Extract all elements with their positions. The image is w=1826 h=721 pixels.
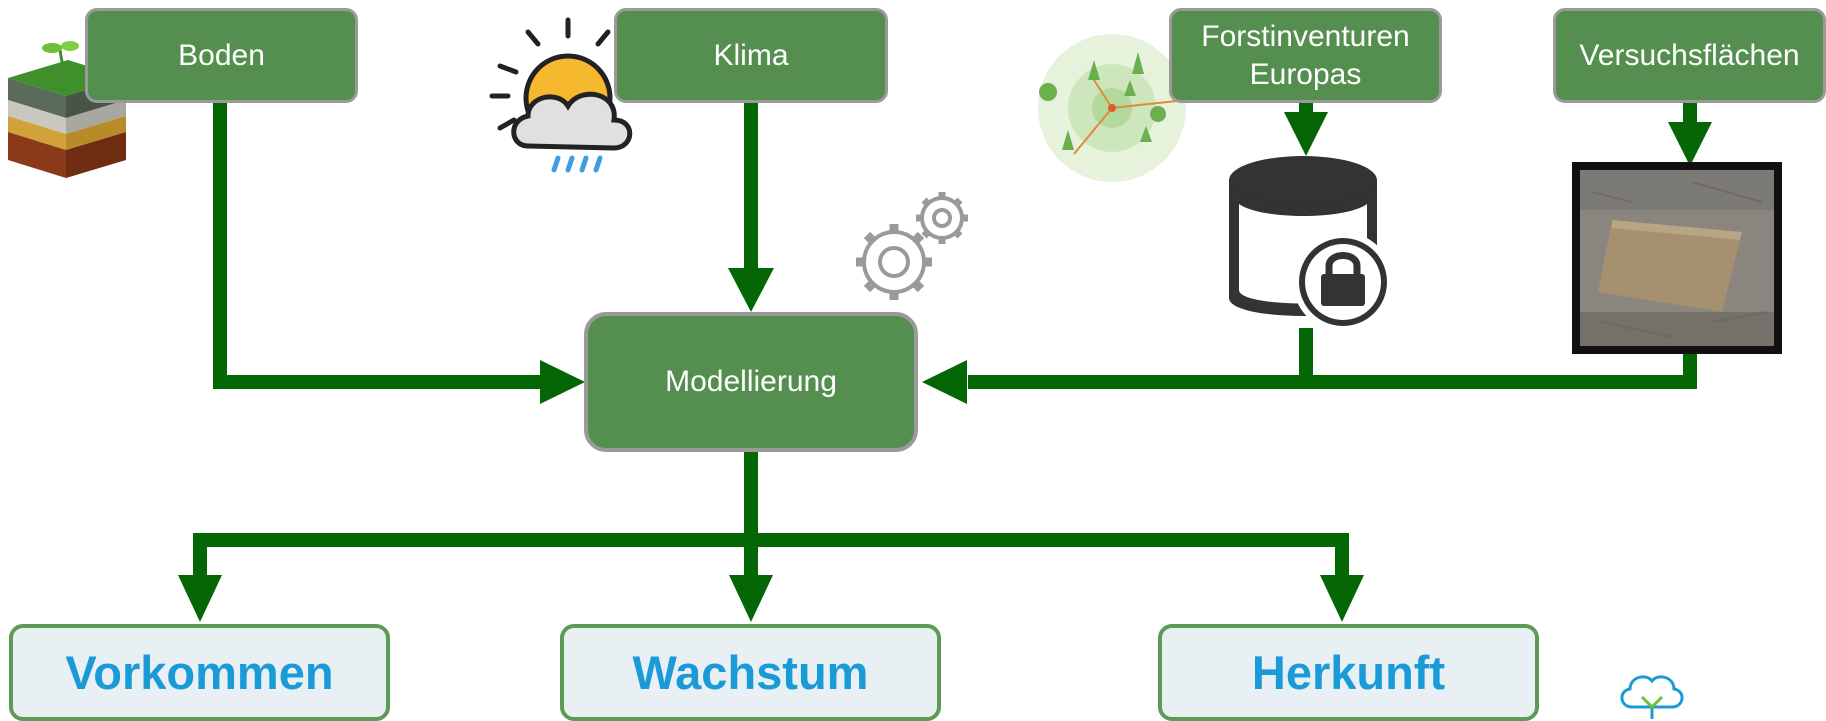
output-box-vorkommen: Vorkommen <box>9 624 390 721</box>
arrowhead-vorkommen <box>178 575 222 622</box>
output-box-wachstum: Wachstum <box>560 624 941 721</box>
source-label-versuchsflaechen: Versuchsflächen <box>1579 38 1800 72</box>
output-label-herkunft: Herkunft <box>1251 646 1446 699</box>
arrowhead-forst <box>1284 112 1328 156</box>
aerial-photo <box>1572 162 1782 354</box>
connector-sources-modellierung <box>968 338 1697 389</box>
arrowhead-herkunft <box>1320 575 1364 622</box>
arrowhead-versuch <box>1668 122 1712 166</box>
arrowhead-wachstum <box>729 575 773 622</box>
gears-icon <box>856 192 968 300</box>
connector-boden-modellierung <box>213 93 552 389</box>
source-box-klima: Klima <box>614 8 888 103</box>
modellierung-box: Modellierung <box>584 312 918 452</box>
source-box-versuchsflaechen: Versuchsflächen <box>1553 8 1826 103</box>
source-box-forstinventuren: Forstinventuren Europas <box>1169 8 1442 103</box>
source-box-boden: Boden <box>85 8 358 103</box>
source-label-boden: Boden <box>178 38 265 72</box>
tree-outline-icon <box>1620 675 1684 719</box>
output-box-herkunft: Herkunft <box>1158 624 1539 721</box>
connector-modellierung-outputs <box>193 443 1349 582</box>
sun-rain-cloud-icon <box>489 17 639 173</box>
modellierung-label: Modellierung <box>665 365 837 398</box>
source-label-forstinventuren-line1: Forstinventuren <box>1201 19 1410 53</box>
source-label-klima: Klima <box>713 38 789 72</box>
arrowhead-klima <box>728 268 774 312</box>
locked-database-icon <box>1229 156 1393 332</box>
arrowhead-right-sources <box>922 360 967 404</box>
output-label-vorkommen: Vorkommen <box>65 646 334 699</box>
arrowhead-boden <box>540 360 585 404</box>
output-label-wachstum: Wachstum <box>632 646 869 699</box>
source-label-forstinventuren-line2: Europas <box>1249 57 1362 91</box>
